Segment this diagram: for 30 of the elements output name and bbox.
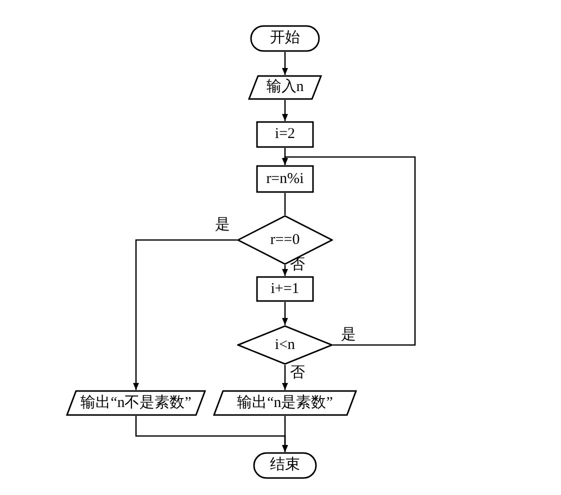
connector-arrow xyxy=(282,100,288,121)
node-text: r==0 xyxy=(270,232,300,248)
node-text: r=n%i xyxy=(266,172,304,186)
connector-arrow xyxy=(282,365,288,390)
terminal-shape xyxy=(253,452,317,479)
node-text: 输入n xyxy=(266,80,304,95)
decision-diamond xyxy=(237,325,333,365)
node-text: 结束 xyxy=(270,458,300,473)
edge-label: 否 xyxy=(289,366,306,381)
edge-label: 是 xyxy=(214,218,231,233)
process-box xyxy=(256,276,314,302)
node-text: 输出“n是素数” xyxy=(237,396,333,410)
connector-arrow xyxy=(282,52,288,75)
connector-arrow xyxy=(282,265,288,276)
node-text: i+=1 xyxy=(270,282,300,296)
io-parallelogram xyxy=(213,390,357,416)
connector-arrow xyxy=(282,302,288,325)
connector-arrow xyxy=(133,239,237,390)
io-parallelogram xyxy=(66,390,206,416)
connector-arrow xyxy=(282,156,416,346)
process-box xyxy=(256,121,314,148)
node-text: i=2 xyxy=(274,127,296,142)
node-text: 输出“n不是素数” xyxy=(80,396,192,410)
io-parallelogram xyxy=(248,75,322,100)
edge-label: 是 xyxy=(340,328,357,343)
terminal-shape xyxy=(250,25,320,52)
node-text: i<n xyxy=(274,338,296,352)
node-text: 开始 xyxy=(270,31,300,46)
process-box xyxy=(256,165,314,193)
connector-arrow xyxy=(282,416,288,452)
